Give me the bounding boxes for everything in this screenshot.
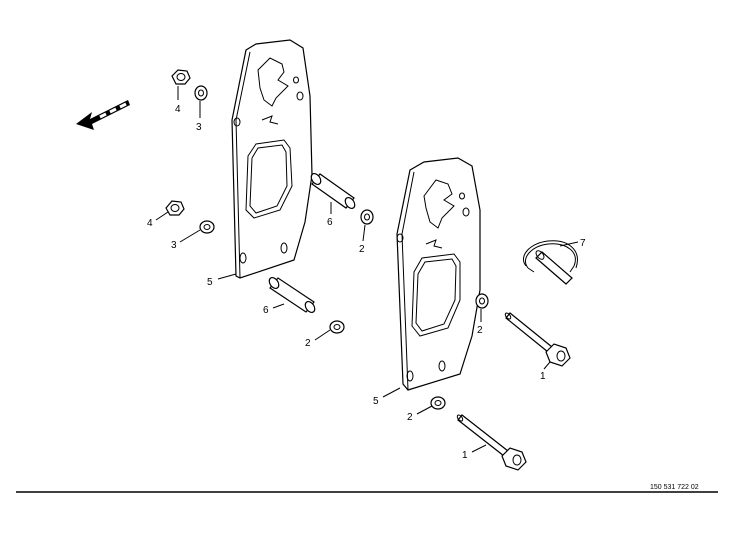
callout-4-upper: 4	[175, 104, 181, 115]
drawing-reference: 150 531 722 02	[650, 484, 699, 491]
washer-2-d	[430, 396, 446, 410]
callout-1-lower: 1	[462, 450, 468, 461]
callout-2-c: 2	[477, 325, 483, 336]
callout-7: 7	[580, 238, 586, 249]
callout-1-upper: 1	[540, 371, 546, 382]
bolt-lower	[456, 414, 527, 471]
callout-5-left: 5	[207, 277, 213, 288]
direction-arrow-icon	[76, 100, 130, 130]
left-bracket-plate	[231, 39, 313, 279]
callout-2-a: 2	[359, 244, 365, 255]
washer-2-a	[360, 209, 374, 225]
callout-5-right: 5	[373, 396, 379, 407]
nut-upper	[171, 69, 191, 85]
sleeve-upper	[310, 172, 356, 210]
callout-3-lower: 3	[171, 240, 177, 251]
nut-lower	[165, 200, 185, 216]
sleeve-lower	[268, 276, 316, 314]
washer-2-b	[329, 320, 345, 334]
callout-6-upper: 6	[327, 217, 333, 228]
bolt-upper	[504, 312, 571, 367]
right-bracket-plate	[396, 157, 481, 391]
callout-4-lower: 4	[147, 218, 153, 229]
callout-6-lower: 6	[263, 305, 269, 316]
callout-2-b: 2	[305, 338, 311, 349]
callout-3-upper: 3	[196, 122, 202, 133]
linch-pin	[523, 240, 578, 285]
washer-3-lower	[199, 220, 215, 234]
callout-2-d: 2	[407, 412, 413, 423]
washer-3-upper	[194, 85, 208, 101]
washer-2-c	[475, 293, 489, 309]
